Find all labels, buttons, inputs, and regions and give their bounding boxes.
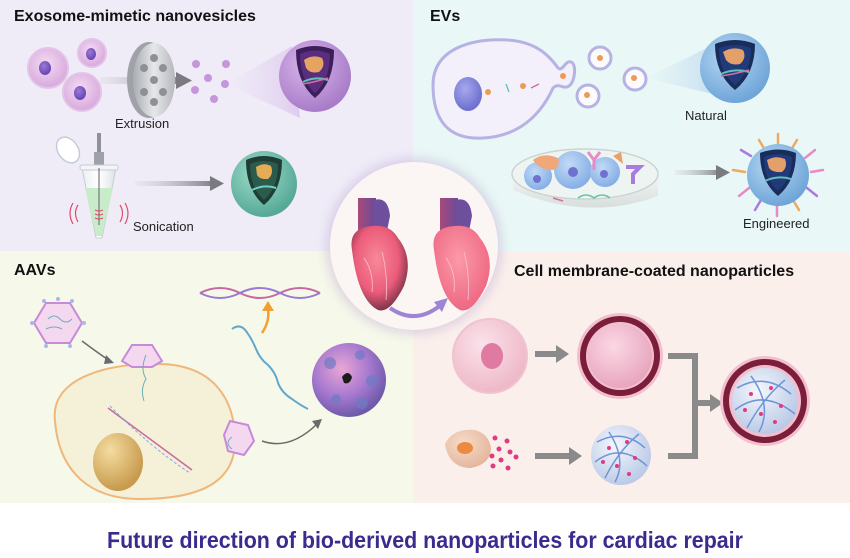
center-heart-repair: [330, 162, 498, 330]
sonication-tube-icon: [55, 133, 129, 239]
membrane-coated-nanoparticle-icon: [720, 356, 810, 446]
exosome-mimetic-illustration: [27, 38, 351, 239]
panel-cell-membrane-coated: Cell membrane-coated nanoparticles: [413, 252, 850, 503]
culture-dish-icon: [511, 148, 659, 208]
engineered-ev-icon: [731, 132, 825, 218]
figure-caption-area: Future direction of bio-derived nanopart…: [0, 503, 850, 558]
heart-repair-illustration: [351, 198, 490, 318]
host-cell-icon: [53, 362, 237, 501]
panel-title: Cell membrane-coated nanoparticles: [514, 263, 795, 280]
repaired-heart-icon: [433, 198, 490, 311]
cell-membrane-illustration: [445, 313, 810, 485]
dna-double-helix-icon: [199, 287, 321, 299]
single-strand-dna-icon: [231, 325, 309, 410]
donor-cell-icon: [445, 429, 519, 471]
panel-title: Exosome-mimetic nanovesicles: [14, 8, 256, 25]
arrow-icon: [135, 181, 215, 186]
natural-label: Natural: [685, 108, 727, 123]
vibration-waves-icon: [69, 202, 129, 225]
membrane-vesicle-icon: [577, 313, 663, 399]
aavs-illustration: [30, 287, 386, 501]
aav-particle-icon: [30, 297, 86, 348]
arrow-icon: [535, 453, 573, 459]
panel-title: AAVs: [14, 262, 56, 279]
panel-title: EVs: [430, 8, 461, 25]
panel-exosome-mimetic: Exosome-mimetic nanovesicles: [0, 0, 413, 251]
aav-entering-icon: [120, 344, 164, 402]
extrusion-label: Extrusion: [115, 116, 170, 131]
arrow-icon: [388, 302, 444, 318]
damaged-heart-icon: [351, 198, 408, 311]
arrow-icon: [260, 308, 270, 334]
merge-bracket-icon: [668, 353, 698, 459]
evs-illustration: [431, 33, 825, 218]
arrow-icon: [535, 351, 560, 357]
figure-title: Future direction of bio-derived nanopart…: [107, 527, 743, 553]
source-cells-icon: [27, 38, 107, 112]
sonication-label: Sonication: [133, 219, 194, 234]
arrow-icon: [261, 422, 319, 445]
aav-exiting-icon: [222, 419, 256, 457]
natural-ev-icon: [700, 33, 770, 103]
secreting-cell-icon: [431, 38, 577, 140]
teal-nanovesicle-icon: [231, 151, 297, 217]
extrusion-filter-icon: [127, 42, 175, 118]
nanoparticle-core-icon: [591, 425, 651, 485]
arrow-icon: [675, 170, 723, 175]
drug-particles-icon: [489, 435, 519, 471]
arrow-icon: [695, 400, 713, 406]
purple-nanovesicle-icon: [279, 40, 351, 112]
source-cell-icon: [452, 318, 528, 394]
nanovesicles-icon: [191, 60, 230, 103]
engineered-label: Engineered: [743, 216, 810, 231]
panel-evs: EVs: [413, 0, 850, 252]
aav-capsid-structure-icon: [312, 343, 386, 417]
